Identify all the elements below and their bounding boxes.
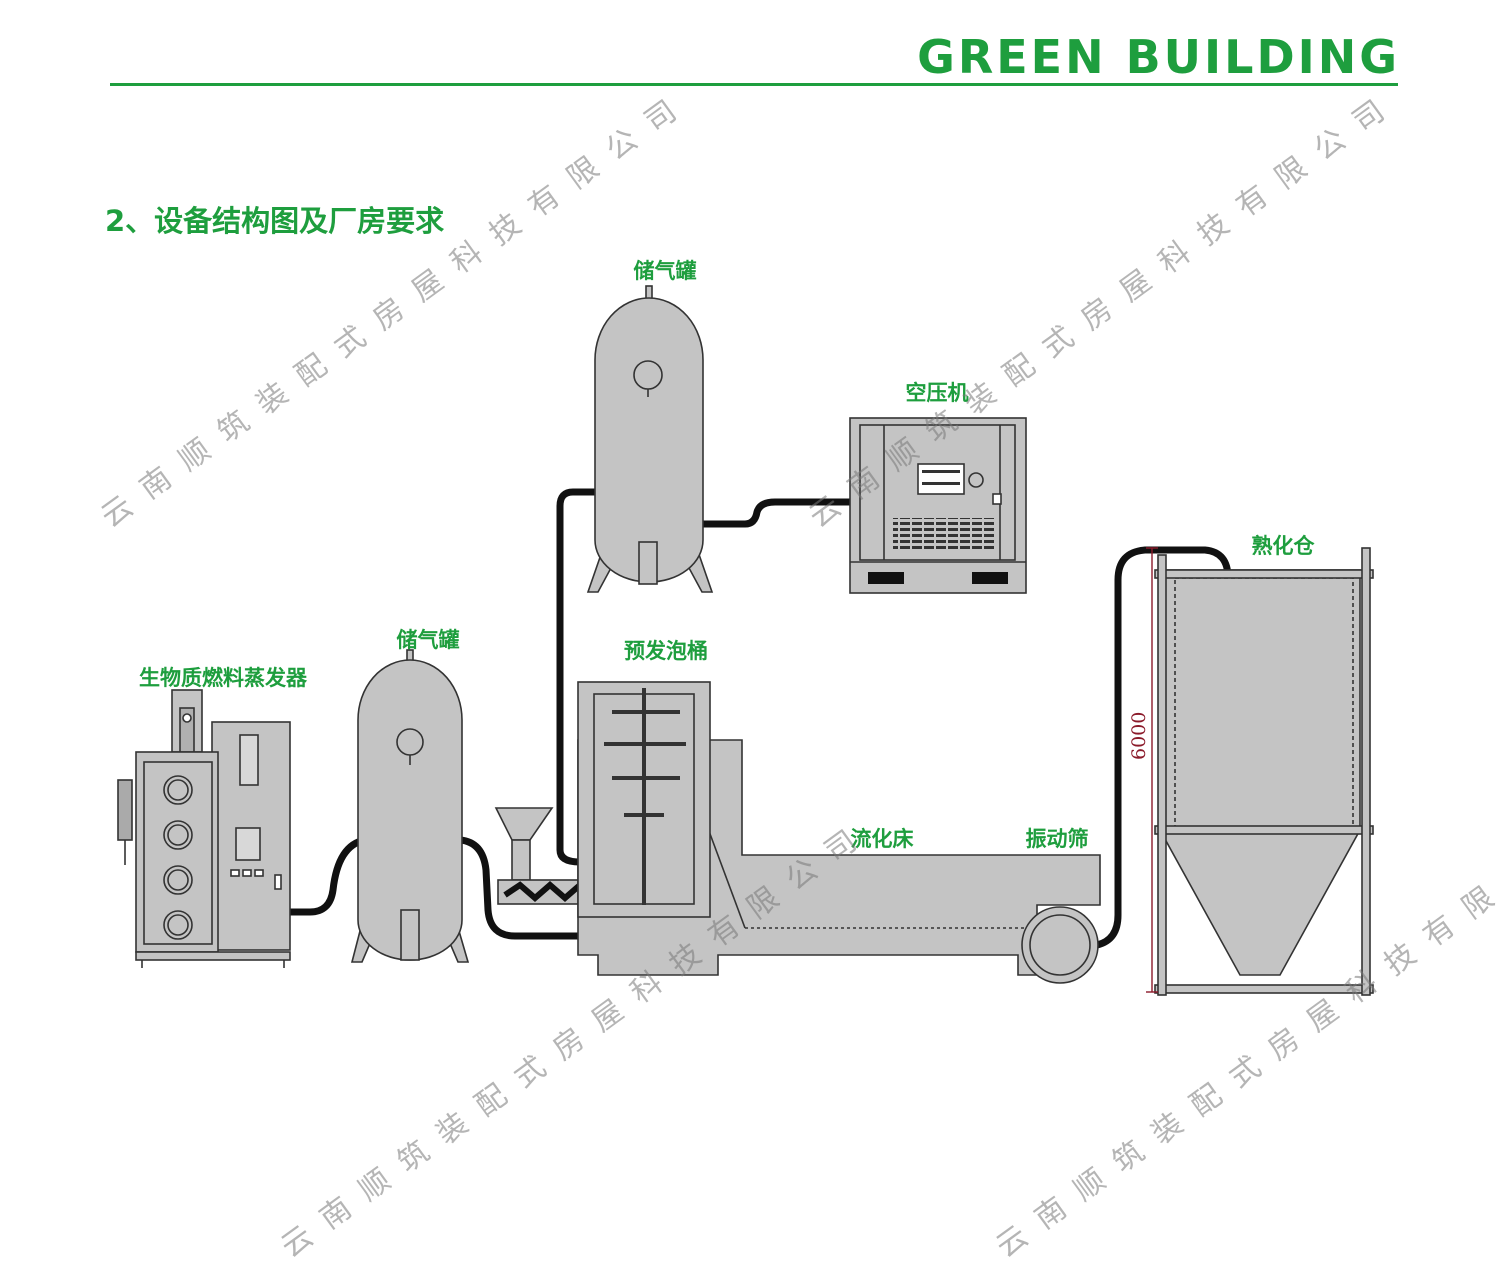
pipes — [286, 488, 1232, 949]
section-title: 2、设备结构图及厂房要求 — [105, 204, 445, 238]
label-curing-bin: 熟化仓 — [1251, 534, 1315, 558]
label-air-compressor: 空压机 — [905, 381, 969, 405]
label-vibrating-screen: 振动筛 — [1025, 827, 1089, 851]
air-compressor — [849, 417, 1027, 594]
brand-logo-text: GREEN BUILDING — [917, 30, 1400, 84]
curing-bin — [1154, 547, 1374, 996]
label-steam-generator: 生物质燃料蒸发器 — [139, 666, 307, 690]
pipe-generator-to-tank — [286, 836, 369, 916]
equipment-diagram — [117, 285, 1374, 996]
label-fluid-bed: 流化床 — [850, 827, 914, 851]
pipe-screen-to-bin — [1093, 546, 1232, 949]
dimension-label: 6000 — [1128, 711, 1150, 760]
pipe-tank-to-compressor — [699, 498, 854, 528]
pipe-tank-to-expander — [556, 488, 600, 866]
label-pre-expander: 预发泡桶 — [624, 639, 708, 663]
header-divider — [110, 83, 1398, 86]
pipe-tank-to-fluidbed — [456, 836, 582, 940]
label-air-tank-left: 储气罐 — [396, 628, 460, 652]
height-dimension — [1146, 547, 1158, 993]
steam-generator — [117, 689, 291, 968]
air-tank-left — [350, 649, 470, 963]
label-air-tank-top: 储气罐 — [633, 259, 697, 283]
vibrating-screen — [1021, 906, 1099, 984]
pre-expander-and-fluid-bed — [577, 681, 1101, 976]
air-tank-top — [586, 285, 714, 593]
